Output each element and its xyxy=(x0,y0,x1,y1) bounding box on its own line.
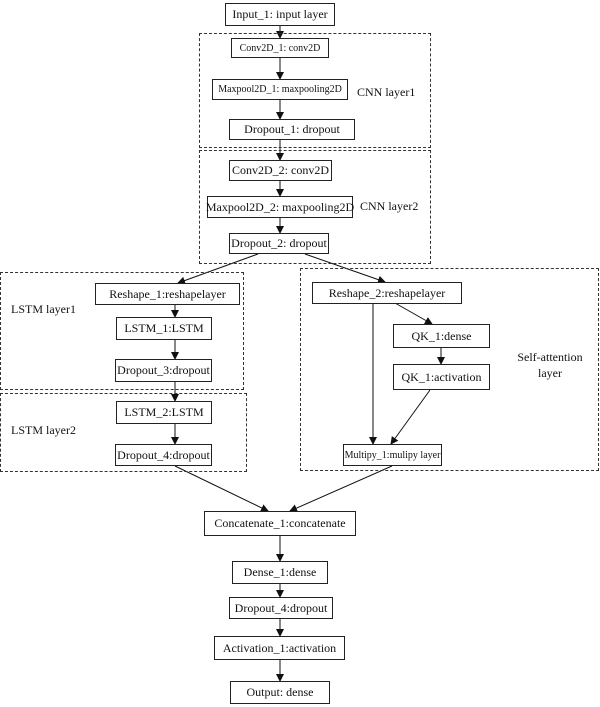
multiply-node: Multipy_1:mulipy layer xyxy=(343,444,442,466)
lstm-layer2-group xyxy=(0,393,247,472)
lstm-2-node: LSTM_2:LSTM xyxy=(116,401,212,424)
concatenate-node: Concatenate_1:concatenate xyxy=(204,511,356,536)
dropout-1-node: Dropout_1: dropout xyxy=(229,119,355,140)
activation-1-node: Activation_1:activation xyxy=(214,636,345,660)
output-node: Output: dense xyxy=(230,681,330,704)
input-layer-node: Input_1: input layer xyxy=(225,3,335,26)
reshape-1-node: Reshape_1:reshapelayer xyxy=(95,283,240,305)
qk-dense-node: QK_1:dense xyxy=(393,324,490,348)
dropout-2-node: Dropout_2: dropout xyxy=(229,233,329,254)
dropout-3-node: Dropout_3:dropout xyxy=(115,359,212,382)
conv2d-1-node: Conv2D_1: conv2D xyxy=(231,38,329,58)
self-attention-label-line1: Self-attention xyxy=(517,350,583,364)
arrow-qkact-to-multiply xyxy=(390,389,431,445)
lstm-1-node: LSTM_1:LSTM xyxy=(116,317,212,340)
self-attention-label: Self-attention layer xyxy=(505,349,595,381)
qk-activation-node: QK_1:activation xyxy=(393,364,490,390)
arrow-dropout4-to-concat xyxy=(174,465,269,512)
arrow-multiply-to-concat xyxy=(289,465,393,512)
dropout-4-lstm-node: Dropout_4:dropout xyxy=(115,444,212,466)
cnn-layer2-label: CNN layer2 xyxy=(360,199,419,213)
conv2d-2-node: Conv2D_2: conv2D xyxy=(229,160,332,181)
lstm-layer1-label: LSTM layer1 xyxy=(11,302,76,316)
cnn-layer2-group xyxy=(199,150,431,264)
lstm-layer1-group xyxy=(0,272,244,390)
arrow-dropout2-to-reshape1 xyxy=(177,253,259,285)
cnn-layer1-label: CNN layer1 xyxy=(357,85,416,99)
dense-1-node: Dense_1:dense xyxy=(232,561,328,584)
lstm-layer2-label: LSTM layer2 xyxy=(11,423,76,437)
arrow-reshape2-to-qkdense xyxy=(394,302,433,325)
cnn-layer1-group xyxy=(199,33,431,148)
maxpool2d-2-node: Maxpool2D_2: maxpooling2D xyxy=(206,196,354,218)
self-attention-group xyxy=(300,268,599,471)
dropout-4-final-node: Dropout_4:dropout xyxy=(229,597,333,619)
reshape-2-node: Reshape_2:reshapelayer xyxy=(312,282,462,304)
self-attention-label-line2: layer xyxy=(538,366,562,380)
maxpool2d-1-node: Maxpool2D_1: maxpooling2D xyxy=(212,79,348,100)
